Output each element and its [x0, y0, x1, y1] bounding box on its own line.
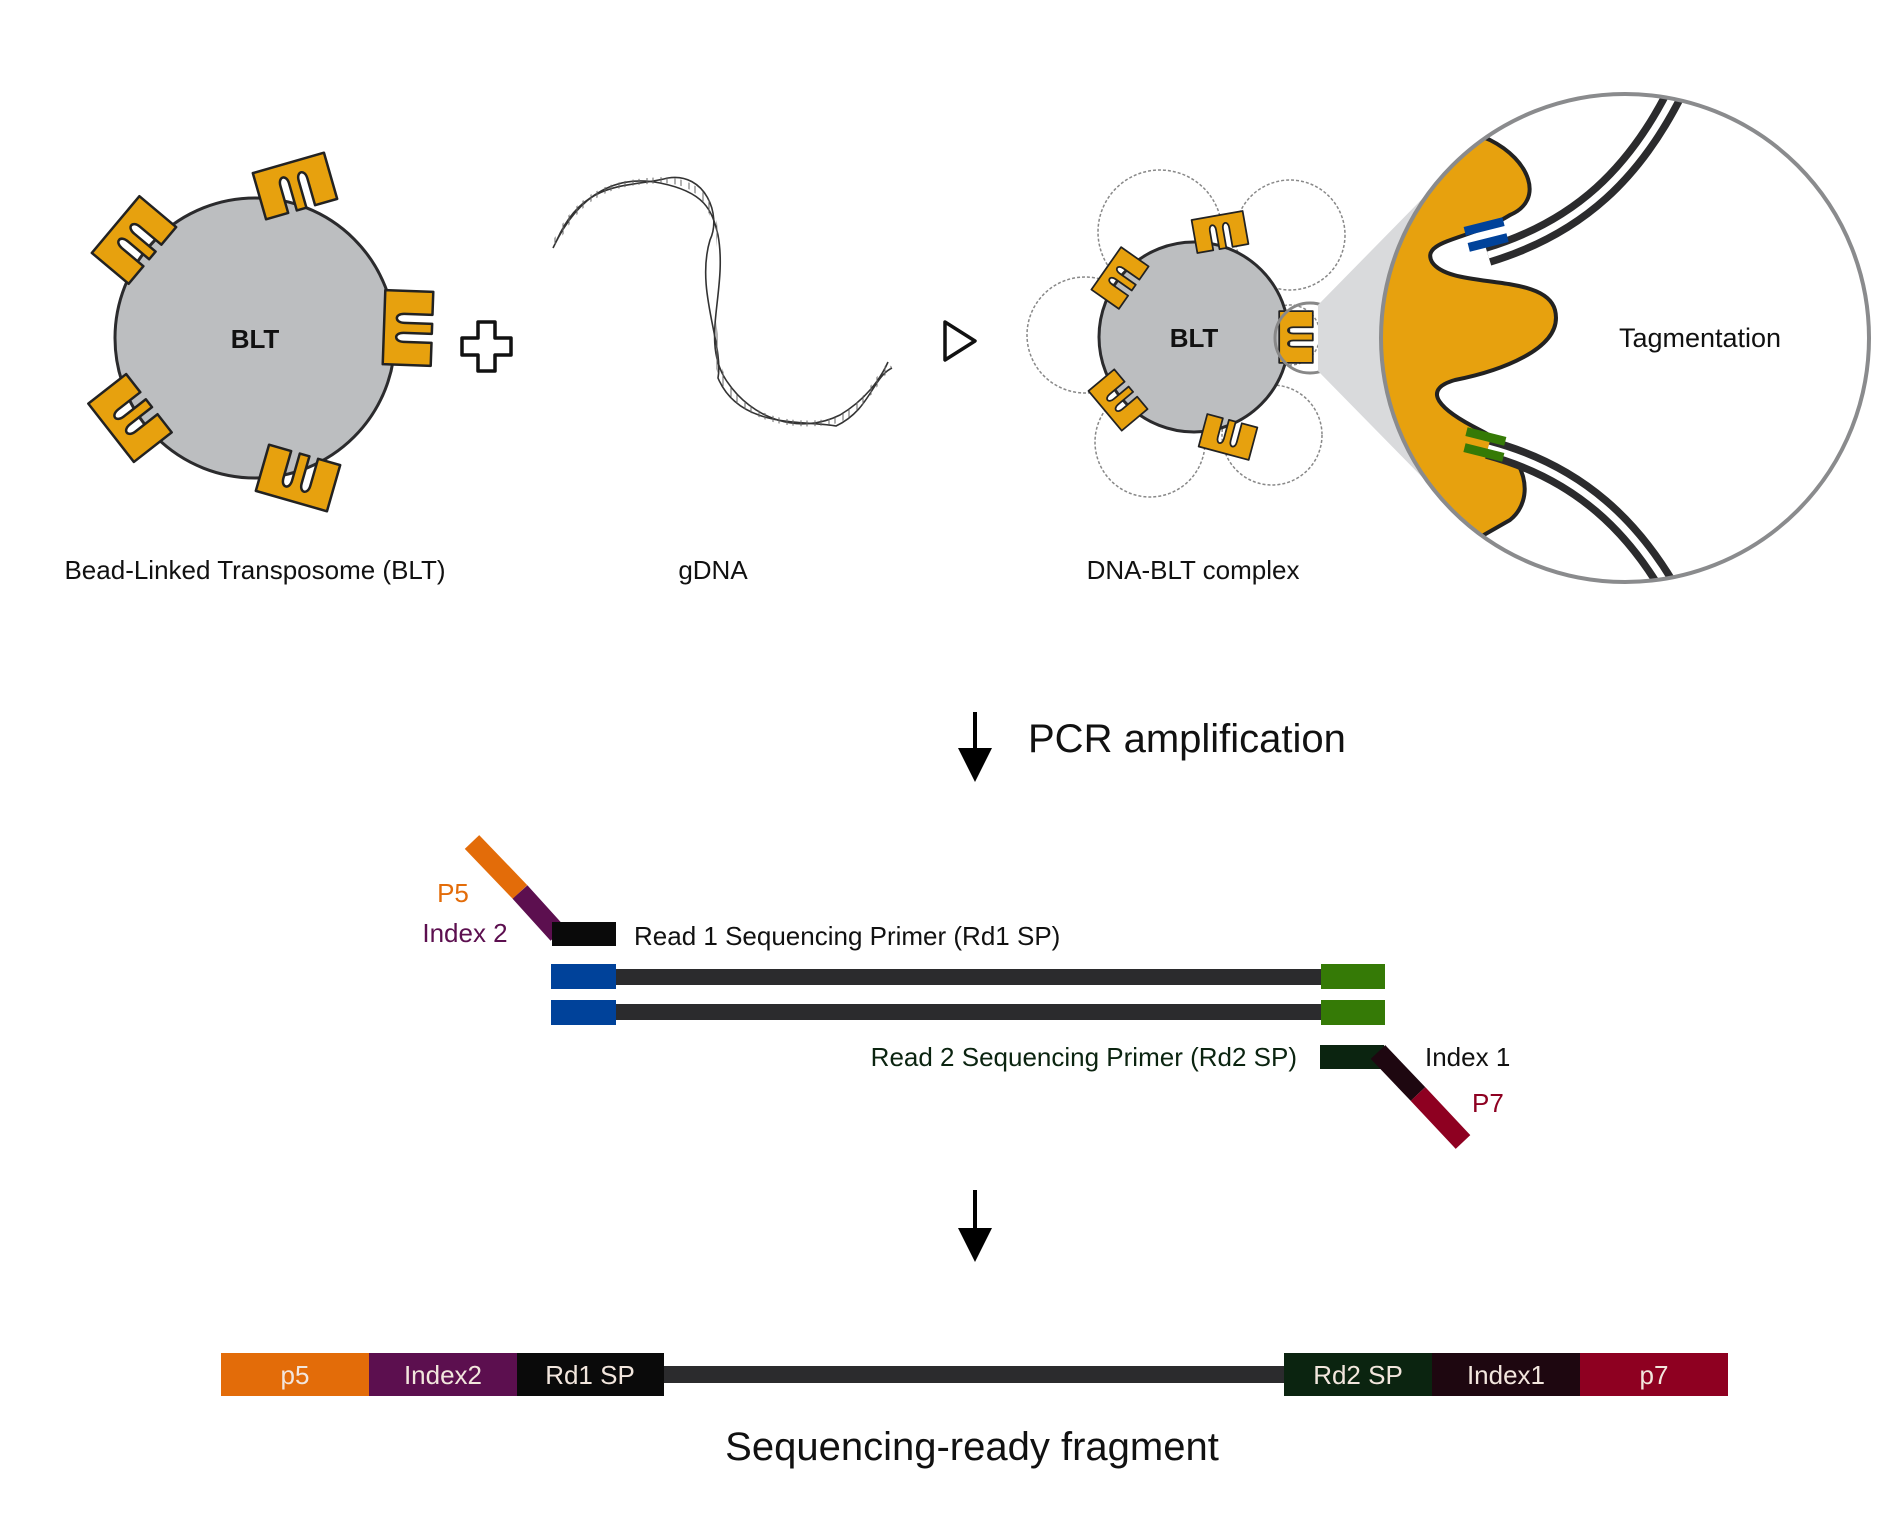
dna-blt-complex: BLT: [1026, 169, 1347, 498]
complex-label: BLT: [1170, 323, 1219, 353]
fragment-p5-label: p5: [281, 1360, 310, 1390]
pcr-step-label: PCR amplification: [1028, 717, 1346, 761]
green-adapter-top: [1321, 964, 1385, 989]
triangle-arrow-icon: [943, 320, 977, 362]
blue-adapter-bottom: [551, 1000, 616, 1025]
fragment-caption: Sequencing-ready fragment: [725, 1425, 1219, 1469]
gdna-caption: gDNA: [678, 555, 748, 585]
blue-adapter: [1463, 217, 1509, 252]
dna-strand-bottom: [1485, 437, 1701, 582]
fragment-p7-segment: [1580, 1353, 1728, 1396]
fragment-p5-segment: [221, 1353, 369, 1396]
p7-segment: [1410, 1087, 1471, 1149]
rd2sp-label: Read 2 Sequencing Primer (Rd2 SP): [871, 1042, 1297, 1072]
fragment-p7-label: p7: [1640, 1360, 1669, 1390]
fragment-rd2sp-segment: [1284, 1353, 1432, 1396]
insert-strand: [664, 1366, 1284, 1383]
bead-caption: Bead-Linked Transposome (BLT): [64, 555, 445, 585]
top-strand: [616, 969, 1321, 985]
blt-bead: BLT: [87, 151, 435, 513]
tagged-fragment: P5 Index 2 Read 1 Sequencing Primer (Rd1…: [422, 835, 1510, 1149]
green-adapter: [1463, 427, 1507, 462]
tagmentation-label: Tagmentation: [1619, 323, 1781, 353]
gdna-strand: [552, 176, 893, 427]
bottom-strand: [616, 1004, 1321, 1020]
sequencing-ready-fragment: p5 Index2 Rd1 SP Rd2 SP Index1 p7: [221, 1353, 1728, 1396]
fragment-rd1sp-segment: [517, 1353, 664, 1396]
rd1sp-label: Read 1 Sequencing Primer (Rd1 SP): [634, 921, 1060, 951]
index1-label: Index 1: [1425, 1042, 1510, 1072]
complex-caption: DNA-BLT complex: [1087, 555, 1300, 585]
fragment-rd1sp-label: Rd1 SP: [545, 1360, 635, 1390]
fragment-rd2sp-label: Rd2 SP: [1313, 1360, 1403, 1390]
fragment-index1-segment: [1432, 1353, 1580, 1396]
fragment-index2-label: Index2: [404, 1360, 482, 1390]
fragment-index2-segment: [369, 1353, 517, 1396]
p5-segment: [464, 835, 528, 899]
tagmentation-zoom: Tagmentation: [1379, 92, 1871, 584]
bead-label: BLT: [231, 324, 280, 354]
green-adapter-bottom: [1321, 1000, 1385, 1025]
p7-label: P7: [1472, 1088, 1504, 1118]
rd1sp-segment: [552, 922, 616, 946]
index2-label: Index 2: [422, 918, 507, 948]
index1-segment: [1370, 1045, 1426, 1101]
dna-strand-top: [1484, 94, 1701, 266]
p5-label: P5: [437, 878, 469, 908]
plus-icon: [460, 320, 513, 373]
blue-adapter-top: [551, 964, 616, 989]
down-arrow-icon: [958, 712, 992, 782]
down-arrow-icon: [958, 1190, 992, 1262]
fragment-index1-label: Index1: [1467, 1360, 1545, 1390]
index2-segment: [512, 885, 566, 941]
